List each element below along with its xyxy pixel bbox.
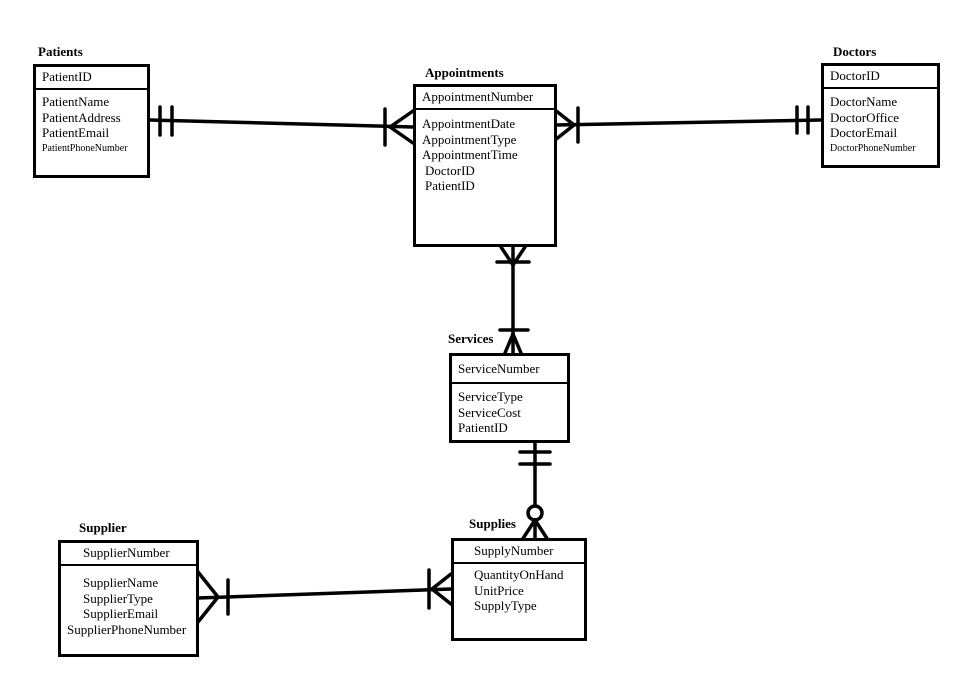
- doctors-entity[interactable]: DoctorID DoctorName DoctorOffice DoctorE…: [821, 63, 940, 168]
- supplier-title: Supplier: [79, 520, 127, 535]
- supplies-title: Supplies: [469, 516, 516, 531]
- supplies-attr: QuantityOnHand: [474, 567, 564, 582]
- appointments-primary-key: AppointmentNumber: [416, 87, 554, 110]
- supplier-primary-key: SupplierNumber: [61, 543, 196, 566]
- appointments-title: Appointments: [425, 65, 504, 80]
- supplier-attr: SupplierPhoneNumber: [67, 621, 187, 637]
- services-title: Services: [448, 331, 494, 346]
- supplies-attributes: QuantityOnHand UnitPrice SupplyType: [454, 564, 584, 616]
- doctors-attr: DoctorPhoneNumber: [830, 142, 916, 154]
- services-attr: ServiceCost: [458, 404, 521, 420]
- supplies-attr: SupplyType: [474, 598, 537, 613]
- doctors-attr: DoctorOffice: [830, 109, 900, 125]
- supplies-attr: UnitPrice: [474, 582, 524, 598]
- doctors-title: Doctors: [833, 44, 877, 59]
- services-attr: ServiceType: [458, 389, 523, 404]
- supplier-attr: SupplierName: [83, 575, 159, 590]
- relationship-appointments-services: [495, 245, 531, 355]
- services-attr: PatientID: [458, 420, 508, 435]
- patients-attributes: PatientName PatientAddress PatientEmail …: [36, 90, 147, 158]
- services-attributes: ServiceType ServiceCost PatientID: [452, 384, 567, 438]
- supplies-primary-key: SupplyNumber: [454, 541, 584, 564]
- appointments-attr: AppointmentDate: [422, 116, 516, 131]
- supplies-entity[interactable]: SupplyNumber QuantityOnHand UnitPrice Su…: [451, 538, 587, 641]
- doctors-attr: DoctorEmail: [830, 125, 898, 140]
- appointments-attr: AppointmentTime: [422, 147, 518, 162]
- patients-attr: PatientEmail: [42, 125, 110, 140]
- relationship-patients-appointments: [148, 105, 415, 147]
- patients-title: Patients: [38, 44, 83, 59]
- supplier-entity[interactable]: SupplierNumber SupplierName SupplierType…: [58, 540, 199, 657]
- relationship-supplier-supplies: [196, 568, 453, 624]
- relationship-appointments-doctors: [553, 105, 823, 144]
- patients-entity[interactable]: PatientID PatientName PatientAddress Pat…: [33, 64, 150, 178]
- patients-attr: PatientPhoneNumber: [42, 142, 128, 154]
- patients-attr: PatientAddress: [42, 109, 121, 125]
- supplier-attr: SupplierType: [83, 590, 153, 606]
- appointments-attr: AppointmentType: [422, 131, 517, 147]
- appointments-attr: DoctorID: [425, 162, 475, 178]
- patients-attr: PatientName: [42, 94, 110, 109]
- supplier-attr: SupplierEmail: [83, 606, 159, 621]
- appointments-attributes: AppointmentDate AppointmentType Appointm…: [416, 110, 554, 196]
- relationship-services-supplies: [518, 440, 552, 542]
- services-primary-key: ServiceNumber: [452, 356, 567, 384]
- doctors-attributes: DoctorName DoctorOffice DoctorEmail Doct…: [824, 89, 937, 158]
- supplier-attributes: SupplierName SupplierType SupplierEmail …: [61, 566, 196, 639]
- patients-primary-key: PatientID: [36, 67, 147, 90]
- appointments-attr: PatientID: [425, 178, 475, 193]
- doctors-attr: DoctorName: [830, 94, 898, 109]
- appointments-entity[interactable]: AppointmentNumber AppointmentDate Appoin…: [413, 84, 557, 247]
- services-entity[interactable]: ServiceNumber ServiceType ServiceCost Pa…: [449, 353, 570, 443]
- doctors-primary-key: DoctorID: [824, 66, 937, 89]
